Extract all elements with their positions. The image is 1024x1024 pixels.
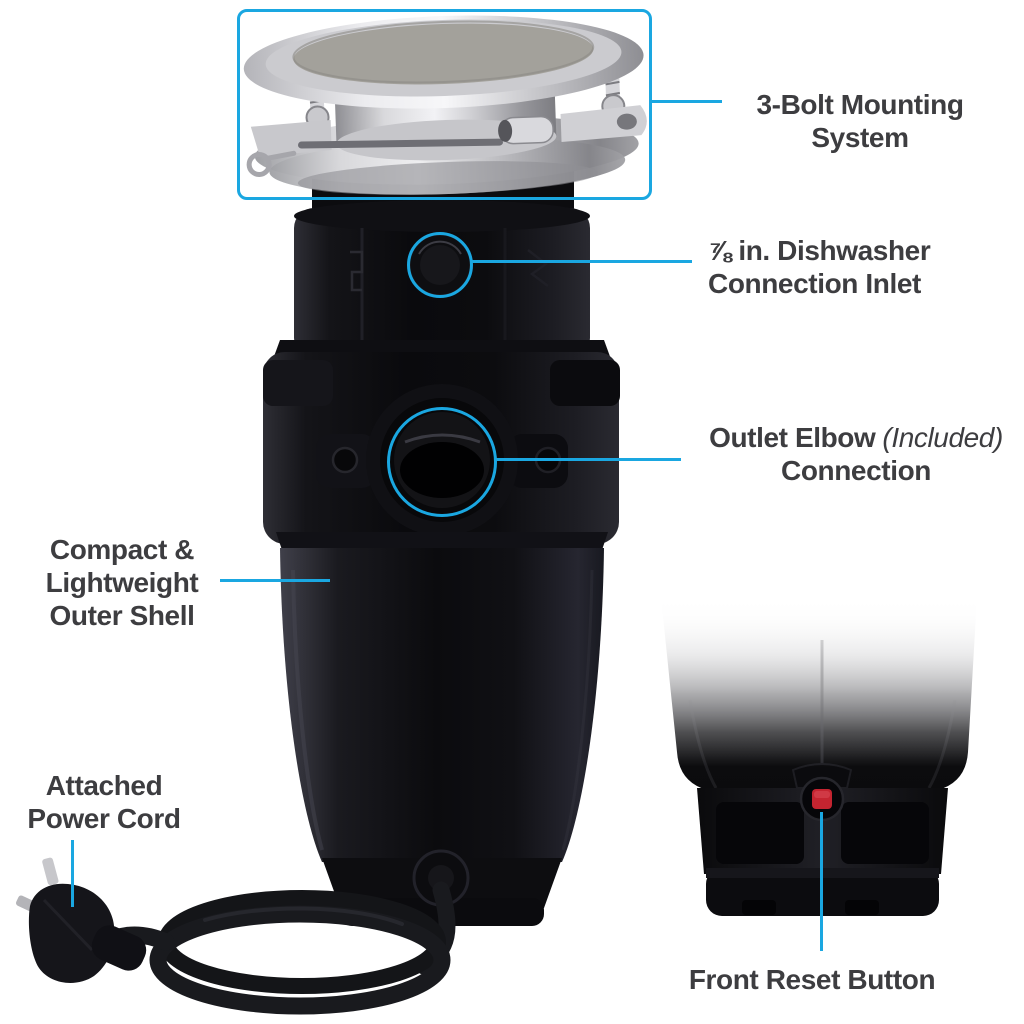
shell-label-line1: Compact & [49,534,195,565]
power-plug-image [15,857,147,983]
mounting-assembly-image [243,15,647,195]
callout-line-outlet [494,458,681,461]
shell-label: Compact & Lightweight Outer Shell [2,533,242,632]
reset-label-text: Front Reset Button [688,964,936,995]
dishwasher-inlet-ring [407,232,473,298]
outlet-label-line2: Connection [781,455,931,486]
reset-label: Front Reset Button [652,963,972,996]
callout-line-dishwasher [471,260,692,263]
outlet-label-name: Outlet Elbow [709,422,876,453]
dishwasher-label-line2: Connection Inlet [708,268,921,299]
outlet-label: Outlet Elbow(Included) Connection [691,421,1021,487]
power-cord-image [87,881,456,1015]
mounting-label: 3-Bolt Mounting System [720,88,1000,154]
power-cord-label-line1: Attached [45,770,163,801]
dishwasher-label: ⅞ in. Dishwasher Connection Inlet [708,234,988,300]
reset-closeup-image [648,592,1024,916]
mounting-label-line1: 3-Bolt Mounting [756,89,964,120]
dishwasher-label-line1: ⅞ in. Dishwasher [708,235,931,266]
callout-line-mounting [650,100,722,103]
shell-label-line3: Outer Shell [49,600,195,631]
outlet-label-line1: Outlet Elbow(Included) [691,421,1021,454]
reset-button-image [791,763,853,822]
mounting-callout-box [237,9,652,200]
mounting-label-line2: System [811,122,909,153]
callout-line-reset [820,812,823,951]
outlet-label-included: (Included) [882,422,1003,453]
shell-label-line2: Lightweight [45,567,199,598]
callout-line-shell [220,579,330,582]
power-cord-label-line2: Power Cord [27,803,181,834]
callout-line-power-cord [71,840,74,907]
outlet-elbow-ring [387,407,497,517]
power-cord-label: Attached Power Cord [4,769,204,835]
